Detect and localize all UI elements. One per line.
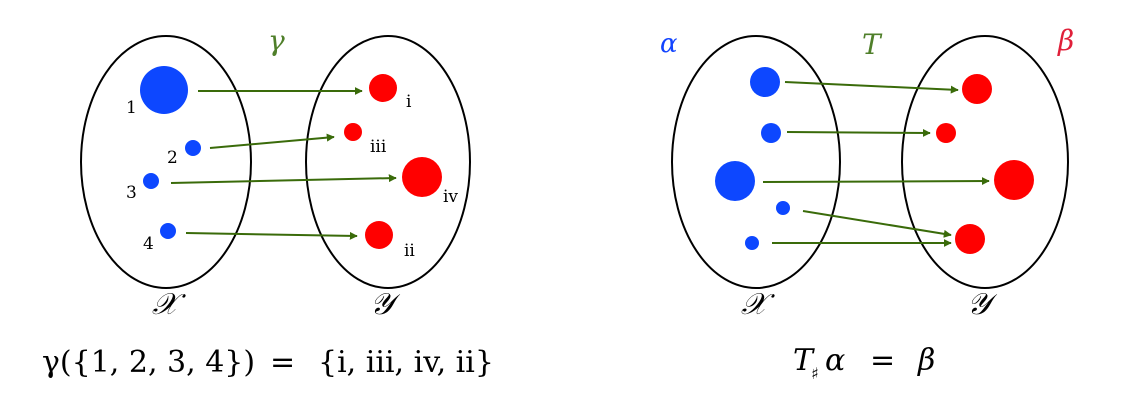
left-source-label-3: 3 [126, 183, 137, 203]
left-target-label-iv: iv [443, 187, 458, 207]
right-equation-alpha: α [825, 343, 845, 378]
right-equation-sharp: ♯ [811, 364, 819, 383]
left-target-point-iv [402, 157, 442, 197]
right-source-point-3 [715, 161, 755, 201]
right-equation-equals: = [870, 343, 895, 378]
left-arrow-3-to-iv [170, 174, 397, 184]
right-arrow-2 [786, 128, 931, 137]
right-target-point-2 [936, 123, 956, 143]
left-equation-rhs: {i, iii, iv, ii} [318, 345, 494, 380]
left-target-point-iii [344, 123, 362, 141]
left-target-label-iii: iii [370, 137, 387, 157]
left-arrow-2-to-iii [209, 133, 335, 149]
left-target-point-ii [365, 221, 393, 249]
left-codomain-ellipse [305, 35, 471, 289]
left-domain-ellipse [80, 35, 252, 289]
right-equation-beta: β [917, 343, 935, 378]
right-map-symbol: T [862, 28, 883, 61]
left-target-label-ii: ii [404, 241, 415, 261]
right-source-point-2 [761, 123, 781, 143]
right-arrow-1 [784, 81, 959, 94]
left-equation-lhs: γ({1, 2, 3, 4}) [42, 345, 255, 380]
right-codomain-ellipse [901, 35, 1069, 289]
right-panel: α T β 𝒳 𝒴 T ♯ α = β [660, 24, 1074, 383]
left-panel: γ 1 2 3 4 i iii iv ii 𝒳 𝒴 γ({1, 2, 3, 4}… [42, 24, 494, 380]
right-source-measure-label: α [660, 29, 678, 59]
left-codomain-label: 𝒴 [370, 287, 401, 322]
left-target-point-i [369, 74, 397, 102]
left-source-point-3 [143, 173, 159, 189]
left-source-point-2 [185, 140, 201, 156]
left-map-symbol: γ [268, 24, 285, 57]
right-arrow-4 [802, 210, 952, 238]
right-source-point-4 [776, 201, 790, 215]
right-source-point-5 [745, 236, 759, 250]
right-equation-T: T [793, 343, 815, 378]
right-equation: T ♯ α = β [793, 343, 935, 383]
right-target-point-1 [962, 74, 992, 104]
left-target-label-i: i [406, 92, 412, 112]
left-source-label-1: 1 [126, 98, 137, 118]
right-domain-ellipse [671, 35, 841, 289]
right-target-measure-label: β [1057, 24, 1074, 57]
left-source-point-4 [160, 223, 176, 239]
right-target-point-3 [994, 160, 1034, 200]
left-equation: γ({1, 2, 3, 4}) = {i, iii, iv, ii} [42, 345, 494, 380]
left-equation-equals: = [270, 345, 295, 380]
right-source-point-1 [750, 67, 780, 97]
right-codomain-label: 𝒴 [967, 287, 998, 322]
left-source-point-1 [140, 66, 188, 114]
left-source-label-2: 2 [167, 148, 178, 168]
left-source-label-4: 4 [143, 234, 154, 254]
right-target-point-4 [955, 224, 985, 254]
right-arrow-3 [762, 177, 990, 186]
right-domain-label: 𝒳 [741, 287, 775, 322]
left-domain-label: 𝒳 [152, 287, 186, 322]
left-arrow-4-to-ii [185, 231, 358, 240]
